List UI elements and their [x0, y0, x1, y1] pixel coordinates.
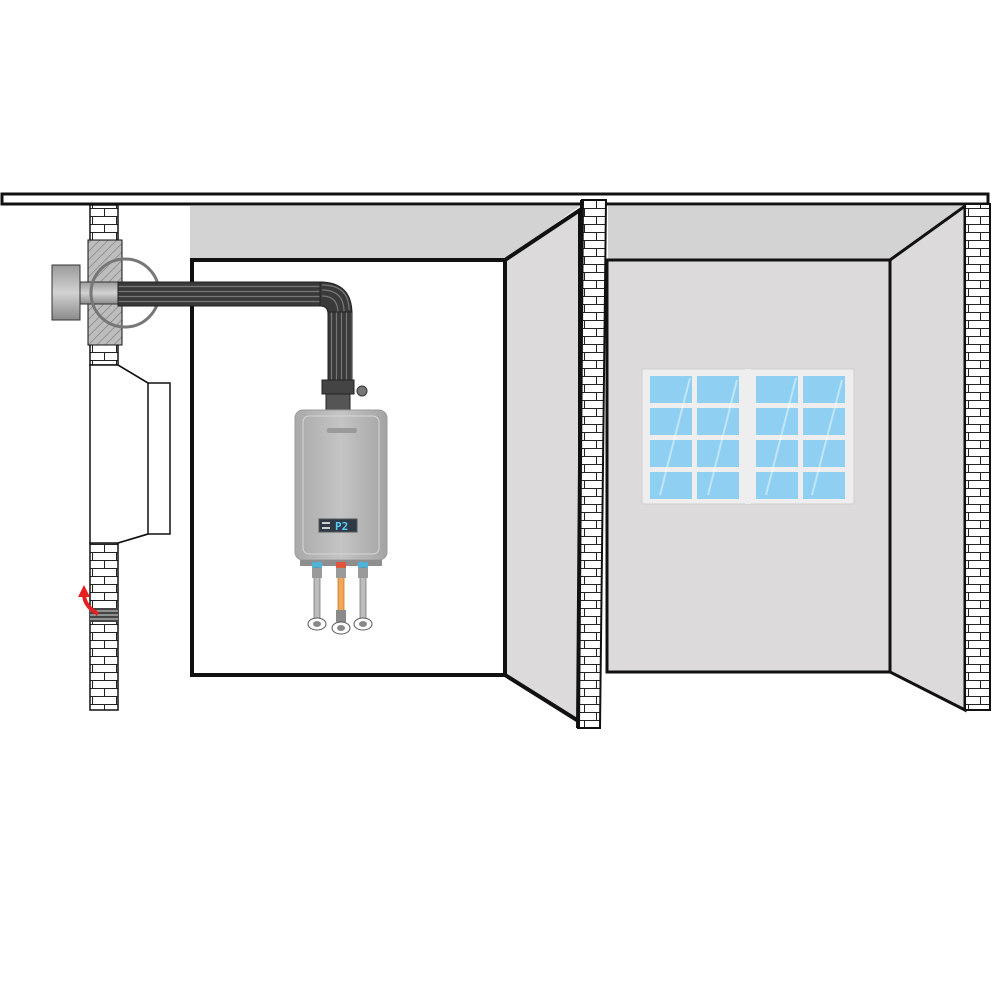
- exterior-wall-right: [964, 203, 991, 711]
- window-icon: [641, 368, 855, 505]
- vent-duct: [117, 281, 353, 383]
- exterior-wall-left: [89, 204, 171, 711]
- ceiling-beam: [0, 192, 990, 206]
- heater-display-text: P2: [335, 520, 348, 533]
- plumbing-connections: [307, 562, 373, 635]
- cold-water-valve-icon: [312, 562, 322, 568]
- airflow-arrow-icon: [78, 585, 100, 616]
- interior-wall-column: [576, 199, 608, 729]
- hot-water-valve-icon: [336, 562, 346, 568]
- gas-valve-icon: [358, 562, 368, 568]
